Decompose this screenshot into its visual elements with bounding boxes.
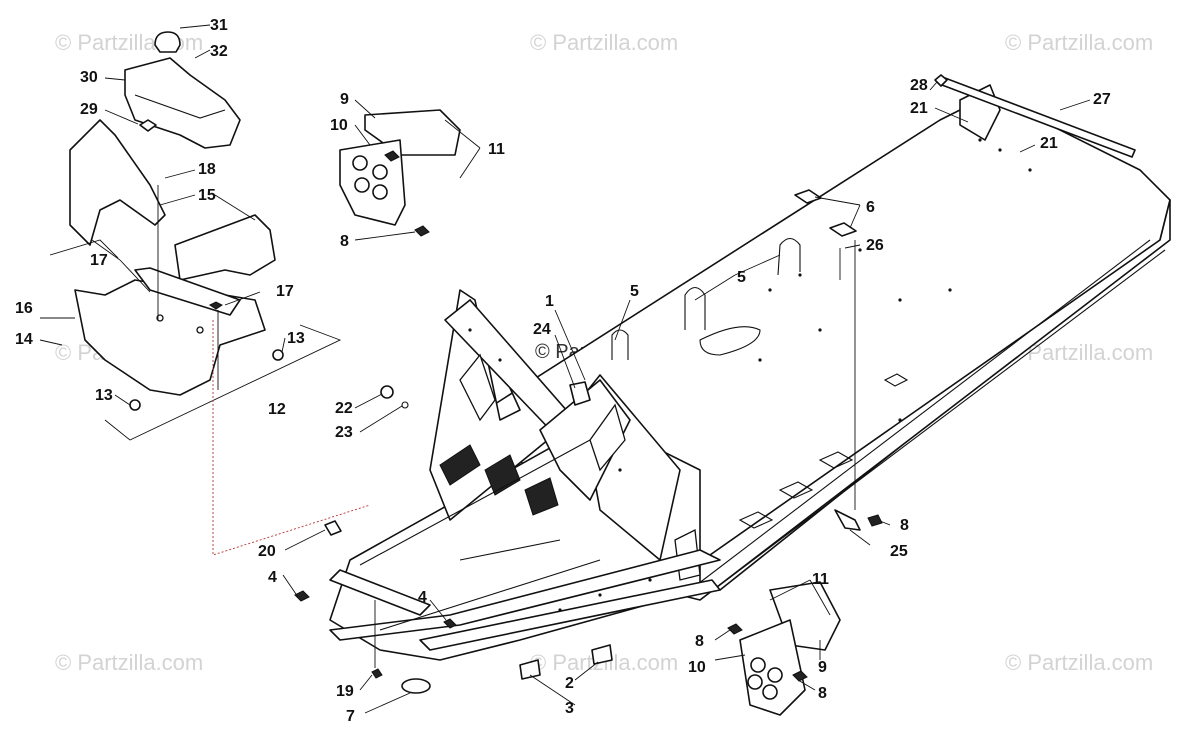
watermark-bottom-right: © Partzilla.com xyxy=(1005,650,1153,675)
callout-9-upper: 9 xyxy=(340,91,349,108)
callout-8-right: 8 xyxy=(900,517,909,534)
heel-guard-upper xyxy=(339,109,461,237)
callout-5-left: 5 xyxy=(630,283,639,300)
callout-8-lower-left: 8 xyxy=(695,633,704,650)
heel-guard-lower xyxy=(727,581,841,716)
watermark-bottom-left: © Partzilla.com xyxy=(55,650,203,675)
callout-10-upper: 10 xyxy=(330,117,348,134)
callout-19: 19 xyxy=(336,683,354,700)
callout-3: 3 xyxy=(565,700,574,717)
callout-15: 15 xyxy=(198,187,216,204)
callout-17-right: 17 xyxy=(276,283,294,300)
front-bulkhead xyxy=(329,289,721,661)
callout-4-left: 4 xyxy=(268,569,277,586)
callout-29: 29 xyxy=(80,101,98,118)
callout-5-right: 5 xyxy=(737,269,746,286)
callout-31: 31 xyxy=(210,17,228,34)
callout-13-right: 13 xyxy=(287,330,305,347)
callout-2: 2 xyxy=(565,675,574,692)
steering-support-assembly xyxy=(49,31,371,556)
callout-10-lower: 10 xyxy=(688,659,706,676)
callout-11-upper: 11 xyxy=(488,141,505,158)
callout-labels: 31 32 30 29 18 15 17 16 14 17 13 13 12 9… xyxy=(15,17,1111,725)
watermark-top-right: © Partzilla.com xyxy=(1005,30,1153,55)
callout-20: 20 xyxy=(258,543,276,560)
callout-24: 24 xyxy=(533,321,551,338)
callout-25: 25 xyxy=(890,543,908,560)
callout-18: 18 xyxy=(198,161,216,178)
callout-13-left: 13 xyxy=(95,387,113,404)
callout-30: 30 xyxy=(80,69,98,86)
watermark-top-center: © Partzilla.com xyxy=(530,30,678,55)
callout-9-lower: 9 xyxy=(818,659,827,676)
callout-21-top: 21 xyxy=(910,100,928,117)
callout-28: 28 xyxy=(910,77,928,94)
callout-27: 27 xyxy=(1093,91,1111,108)
leader-lines xyxy=(39,24,1091,714)
callout-23: 23 xyxy=(335,424,353,441)
callout-8-lower-right: 8 xyxy=(818,685,827,702)
callout-4-center: 4 xyxy=(418,589,427,606)
callout-1: 1 xyxy=(545,293,554,310)
callout-6: 6 xyxy=(866,199,875,216)
callout-21-right: 21 xyxy=(1040,135,1058,152)
callout-22: 22 xyxy=(335,400,353,417)
callout-12: 12 xyxy=(268,401,286,418)
callout-7: 7 xyxy=(346,708,355,725)
callout-14: 14 xyxy=(15,331,33,348)
callout-11-lower: 11 xyxy=(812,571,829,588)
watermark-top-left: © Partzilla.com xyxy=(55,30,203,55)
callout-32: 32 xyxy=(210,43,228,60)
callout-26: 26 xyxy=(866,237,884,254)
callout-17-left: 17 xyxy=(90,252,108,269)
callout-16: 16 xyxy=(15,300,33,317)
callout-8-upper: 8 xyxy=(340,233,349,250)
